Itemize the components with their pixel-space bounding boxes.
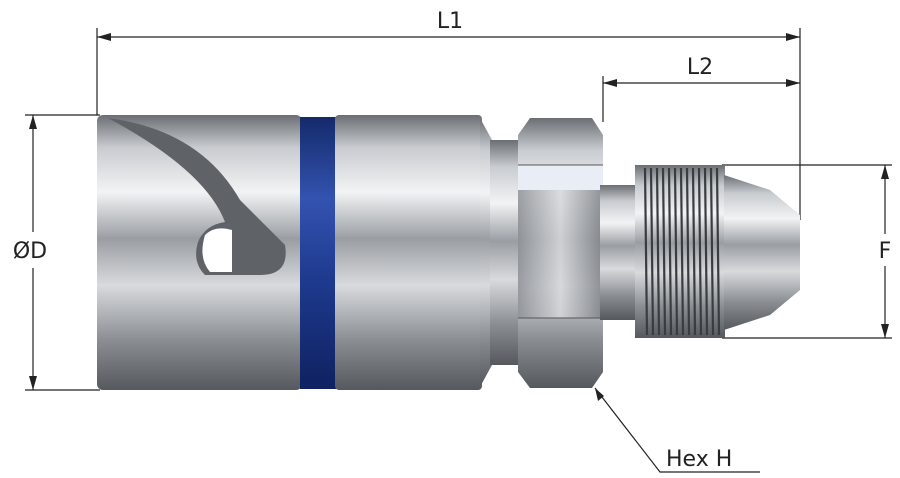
thread-groove bbox=[649, 167, 655, 336]
thread-groove bbox=[709, 167, 715, 336]
label-diameter: ØD bbox=[13, 239, 47, 264]
coupling-body bbox=[335, 115, 482, 390]
threaded-end bbox=[635, 165, 725, 338]
thread-groove bbox=[691, 167, 697, 336]
thread-groove bbox=[643, 167, 649, 336]
label-l2: L2 bbox=[687, 55, 713, 80]
slot-hole bbox=[202, 228, 232, 272]
label-f: F bbox=[879, 239, 892, 264]
dimension-hex: Hex H bbox=[594, 387, 760, 473]
label-l1: L1 bbox=[437, 9, 463, 34]
label-hex: Hex H bbox=[666, 447, 732, 472]
thread-groove bbox=[667, 167, 673, 336]
dimension-l2: L2 bbox=[602, 55, 800, 122]
thread-groove bbox=[673, 167, 679, 336]
hex-nut bbox=[518, 118, 603, 388]
collar bbox=[600, 185, 636, 320]
nose-cone bbox=[724, 175, 800, 330]
neck bbox=[490, 140, 518, 365]
thread-groove bbox=[703, 167, 709, 336]
thread-groove bbox=[715, 167, 721, 336]
thread-groove bbox=[679, 167, 685, 336]
dimension-l1: L1 bbox=[96, 9, 801, 220]
thread-groove bbox=[655, 167, 661, 336]
body-taper bbox=[480, 118, 492, 387]
bayonet-slot bbox=[108, 118, 286, 275]
thread-groove bbox=[661, 167, 667, 336]
dimension-diameter: ØD bbox=[13, 114, 100, 391]
blue-band bbox=[300, 117, 336, 389]
dimension-f: F bbox=[722, 164, 892, 339]
thread-groove bbox=[685, 167, 691, 336]
thread-groove bbox=[697, 167, 703, 336]
